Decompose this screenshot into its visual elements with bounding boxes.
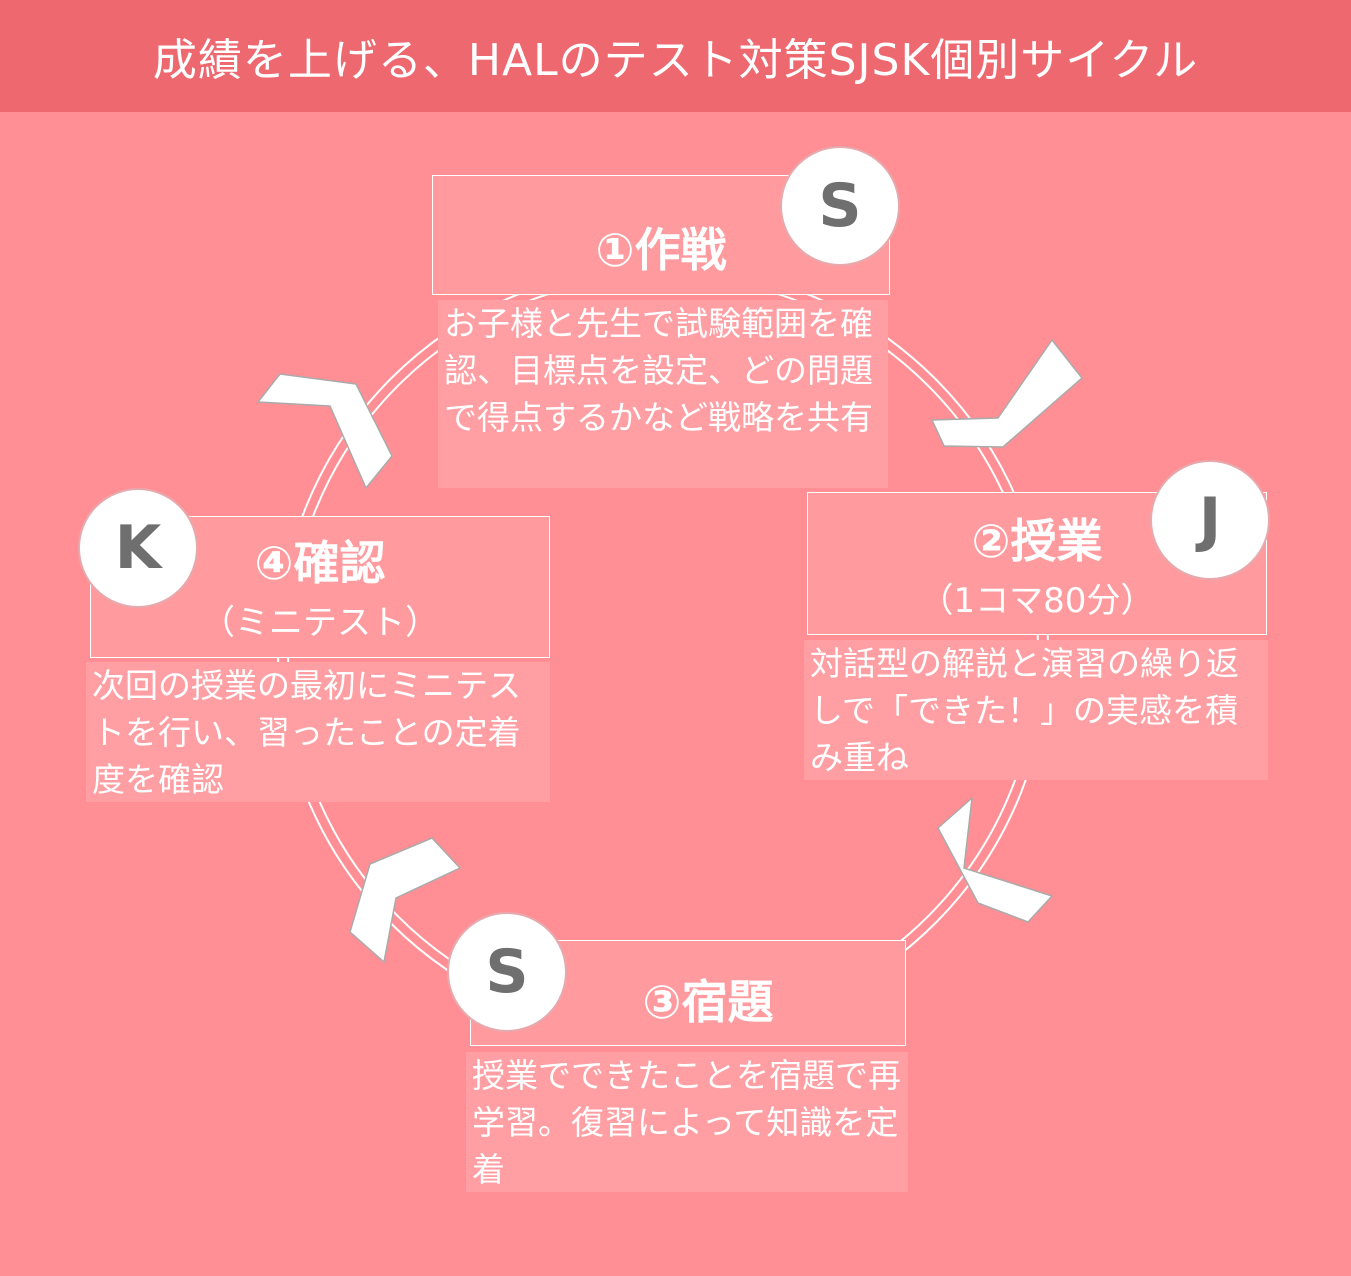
diagram-title-bar: 成績を上げる、HALのテスト対策SJSK個別サイクル	[0, 0, 1351, 112]
step-title-check: ④確認	[254, 536, 386, 590]
cycle-arrow-icon	[349, 837, 461, 963]
step-box-lesson: ②授業 （1コマ80分）	[807, 492, 1267, 635]
step-badge-lesson: J	[1150, 460, 1270, 580]
step-subtitle-lesson: （1コマ80分）	[919, 581, 1155, 621]
cycle-arrow-icon	[937, 797, 1053, 923]
step-badge-homework: S	[447, 912, 567, 1032]
step-description-homework: 授業でできたことを宿題で再学習。復習によって知識を定着	[466, 1052, 908, 1192]
step-description-lesson: 対話型の解説と演習の繰り返しで「できた！」の実感を積み重ね	[804, 640, 1268, 780]
step-title-strategy: ①作戦	[595, 223, 727, 277]
cycle-arrow-icon	[257, 373, 393, 489]
diagram-title: 成績を上げる、HALのテスト対策SJSK個別サイクル	[152, 35, 1199, 86]
step-badge-check: K	[78, 488, 198, 608]
step-title-lesson: ②授業	[971, 514, 1103, 568]
step-description-strategy: お子様と先生で試験範囲を確認、目標点を設定、どの問題で得点するかなど戦略を共有	[438, 300, 888, 488]
step-subtitle-check: （ミニテスト）	[201, 603, 439, 643]
step-title-homework: ③宿題	[642, 975, 774, 1029]
step-badge-strategy: S	[780, 146, 900, 266]
step-description-check: 次回の授業の最初にミニテストを行い、習ったことの定着度を確認	[86, 662, 550, 802]
cycle-arrow-icon	[931, 339, 1083, 448]
